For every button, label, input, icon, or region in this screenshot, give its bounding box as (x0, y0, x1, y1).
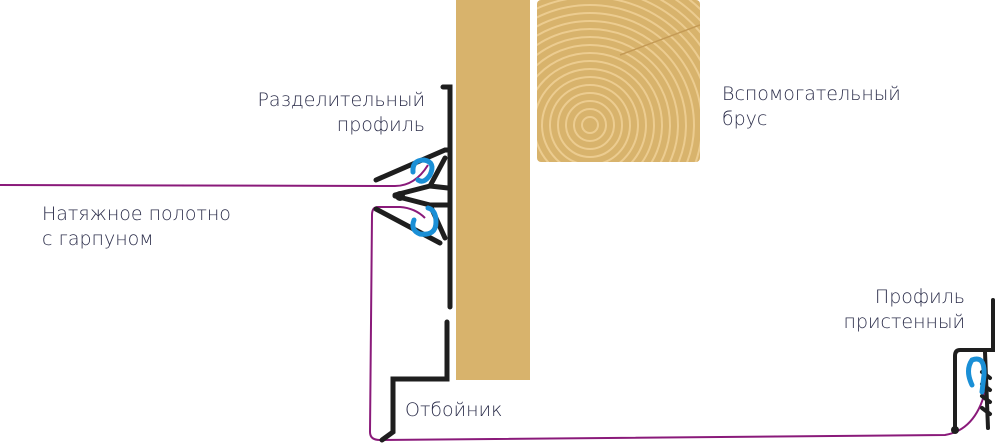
auxiliary-beam (537, 0, 700, 162)
divider-profile-label: Разделительный профиль (200, 88, 425, 138)
bumper-label: Отбойник (405, 399, 503, 421)
label-line: с гарпуном (42, 228, 154, 250)
bumper-profile (379, 319, 450, 443)
stretch-canvas-line (0, 164, 986, 442)
wall-beam (456, 0, 530, 380)
label-line: Профиль (874, 286, 965, 308)
label-line: Разделительный (257, 89, 425, 111)
stretch-canvas-label: Натяжное полотно с гарпуном (42, 202, 231, 252)
label-line: Натяжное полотно (42, 203, 231, 225)
label-line: пристенный (843, 311, 965, 333)
harpoon (410, 157, 439, 237)
auxiliary-beam-label: Вспомогательный брус (722, 82, 901, 132)
label-line: профиль (336, 114, 425, 136)
wall-profile-label: Профиль пристенный (760, 285, 965, 335)
label-line: брус (722, 108, 768, 130)
wall-harpoon (966, 356, 987, 395)
divider-profile (373, 84, 453, 310)
label-line: Вспомогательный (722, 83, 901, 105)
